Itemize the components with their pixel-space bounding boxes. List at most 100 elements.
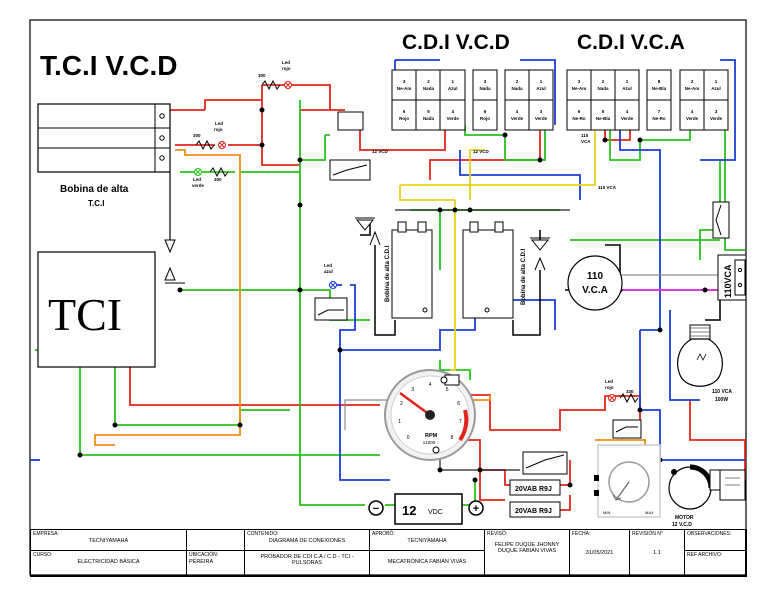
connector-pin-color: Rojo [399,116,409,121]
connector-pin-color: Verde [535,116,548,121]
bobina-cdi-right-label: Bobina de alta C.D.I [521,248,527,305]
motor-label: MOTOR [675,515,694,521]
connector-pin-color: Azul [448,86,458,91]
v12-label-b: 12 VCD [473,149,490,154]
speed-potentiometer [594,444,661,518]
led-blue [329,281,337,289]
gauge-tick-label: 5 [446,387,449,393]
led-top-color: rojo [282,66,291,71]
tb-observaciones: OBSERVACIONES: [685,530,746,551]
bobina-cdi-left-label: Bobina de alta C.D.I [385,245,391,302]
dc-motor [668,464,746,510]
plug-110vca-label: 110VCA [723,264,733,298]
connector-pin-color: Ne-Am [685,86,700,91]
connector-pin-color: Nada [479,86,491,91]
led-mid-green-res: 300 [214,177,222,182]
tb-reviso: REVISÓ:FELIPE DUQUE JHONNY DUQUE FABIÁN … [485,530,570,576]
title-tci-vcd: T.C.I V.C.D [40,50,177,81]
vca-110-b: VCA [581,139,591,144]
ac-source-110v [567,255,623,311]
v12-label-a: 12 VCD [372,149,389,154]
connector-pin-color: Verde [686,116,699,121]
vca-110-a: 110 [581,133,589,138]
connector-pin-color: Nada [511,86,523,91]
connector-pin-number: 3 [484,79,487,84]
tci-small-label: T.C.I [88,199,104,208]
led-mid-red [195,139,226,151]
connector-pin-number: 1 [626,79,629,84]
connector-pin-color: Ne-Bla [596,116,611,121]
tb-aprobo: APROBÓ:TECNIYAMAHA [370,530,485,551]
gauge-tick-label: 7 [459,419,462,425]
connector-pin-color: Nada [597,86,609,91]
led-mid-green-color: verde [192,183,205,188]
power-supply-12vdc [368,493,484,525]
tb-contenido2: PROBADOR DE CDI C.A / C.D - TCI - PULSOR… [245,551,370,576]
connector-pin-number: 3 [403,79,406,84]
pot-max-label: MAX [645,510,654,515]
tachometer-gauge [384,369,476,461]
switches [314,159,730,475]
relay1-label: 20VAB R9J [515,486,552,493]
connector-pin-color: Verde [511,116,524,121]
led-top-res: 300 [258,73,266,78]
connector-pin-number: 6 [403,109,406,114]
connector-pin-number: 4 [516,109,519,114]
led-mid-green [194,166,229,178]
connector-pin-color: Ne-Ro [652,116,666,121]
connector-pin-color: Verde [447,116,460,121]
gauge-tick-label: 2 [400,401,403,407]
connector-pin-number: 3 [578,79,581,84]
lamp-watt-label: 100W [715,397,728,403]
tb-revision: REVISIÓN N°1.1 [630,530,685,576]
connector-pin-number: 1 [451,79,454,84]
connector-pin-color: Verde [710,116,723,121]
gauge-tick-label: 1 [398,419,401,425]
connector-pin-number: 8 [658,79,661,84]
gauge-tick-label: 4 [429,382,432,388]
connector-pin-color: Ne-Am [397,86,412,91]
tb-ref: REF ARCHIVO: [685,551,746,576]
tci-box-label: TCI [48,289,122,340]
gauge-tick-label: 0 [407,435,410,441]
connector-pin-number: 4 [626,109,629,114]
connector-pin-number: 1 [715,79,718,84]
ac-110-label: 110 [587,271,604,282]
led-top-red [261,79,292,91]
connector-pin-number: 3 [540,109,543,114]
connector-pin-number: 7 [658,109,661,114]
tci-module [37,251,156,368]
vdc-unit: VDC [428,509,443,516]
connector-pin-color: Nada [423,116,435,121]
connector-pin-color: Azul [622,86,632,91]
led-mid-red-color: rojo [214,127,223,132]
connector-pin-color: Verde [621,116,634,121]
motor-voltage-label: 12 V.C.D [672,522,692,528]
tb-blank-1 [187,530,245,551]
led-top-label: Led [282,60,290,65]
connector-pin-number: 2 [691,79,694,84]
lamp-100w [677,324,723,387]
led-blue-color: azul [324,269,333,274]
connector-pin-color: Azul [536,86,546,91]
connector-pin-number: 6 [484,109,487,114]
led-mid-red-res: 300 [193,133,201,138]
plug-110vca [717,254,747,301]
relay2-label: 20VAB R9J [515,508,552,515]
connector-pin-number: 5 [427,109,430,114]
connector-pin-color: Ne-Bla [652,86,667,91]
vca-110-line: 110 VCA [598,185,617,190]
ignition-coil-tci [37,103,185,284]
connector-pin-number: 2 [516,79,519,84]
connector-pin-color: Rojo [480,116,490,121]
tb-curso: CURSO:ELECTRICIDAD BÁSICA [31,551,187,576]
connector-pin-color: Nada [423,86,435,91]
title-cdi-vca: C.D.I V.C.A [577,31,685,54]
connector-pin-color: Ne-Ro [572,116,586,121]
title-block: EMPRESA:TECNIYAMAHA CONTENIDO:DIAGRAMA D… [30,529,747,577]
gauge-tick-label: 6 [457,401,460,407]
connector-pin-color: Ne-Am [572,86,587,91]
tb-fecha: FECHA:31/05/2021 [570,530,630,576]
